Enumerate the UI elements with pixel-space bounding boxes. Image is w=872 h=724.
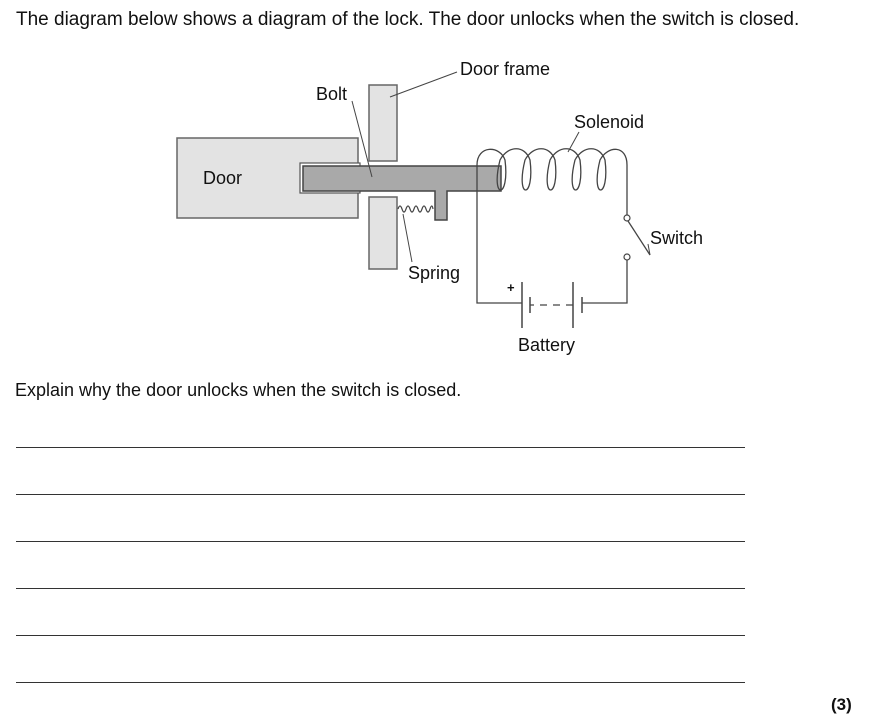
label-solenoid: Solenoid	[574, 112, 644, 132]
door-frame-leader	[389, 71, 458, 98]
solenoid-coil	[476, 148, 628, 216]
label-door-frame: Door frame	[460, 59, 550, 79]
label-switch: Switch	[650, 228, 703, 248]
circuit-wire	[476, 190, 628, 306]
label-door: Door	[203, 168, 242, 188]
battery-symbol	[521, 282, 583, 328]
answer-line-2[interactable]	[16, 494, 745, 495]
spring	[397, 205, 434, 213]
door-frame-bottom	[368, 196, 398, 270]
answer-line-1[interactable]	[16, 447, 745, 448]
bolt	[302, 165, 502, 221]
intro-text: The diagram below shows a diagram of the…	[16, 9, 800, 30]
lock-diagram: Door Bolt Door frame Solenoid Spring Swi…	[176, 59, 703, 355]
marks-label: (3)	[831, 695, 852, 714]
switch-leader	[647, 243, 651, 256]
solenoid-leader	[567, 131, 580, 153]
switch-terminal-bottom	[623, 253, 631, 261]
label-positive: +	[507, 280, 515, 295]
label-bolt: Bolt	[316, 84, 347, 104]
door-frame-top	[368, 84, 398, 162]
answer-line-4[interactable]	[16, 588, 745, 589]
spring-leader	[402, 213, 413, 263]
label-battery: Battery	[518, 335, 575, 355]
label-spring: Spring	[408, 263, 460, 283]
bolt-leader	[351, 100, 373, 178]
question-text: Explain why the door unlocks when the sw…	[15, 380, 462, 400]
answer-line-6[interactable]	[16, 682, 745, 683]
switch-lever	[627, 220, 651, 256]
answer-line-5[interactable]	[16, 635, 745, 636]
switch-terminal-top	[623, 214, 631, 222]
answer-line-3[interactable]	[16, 541, 745, 542]
